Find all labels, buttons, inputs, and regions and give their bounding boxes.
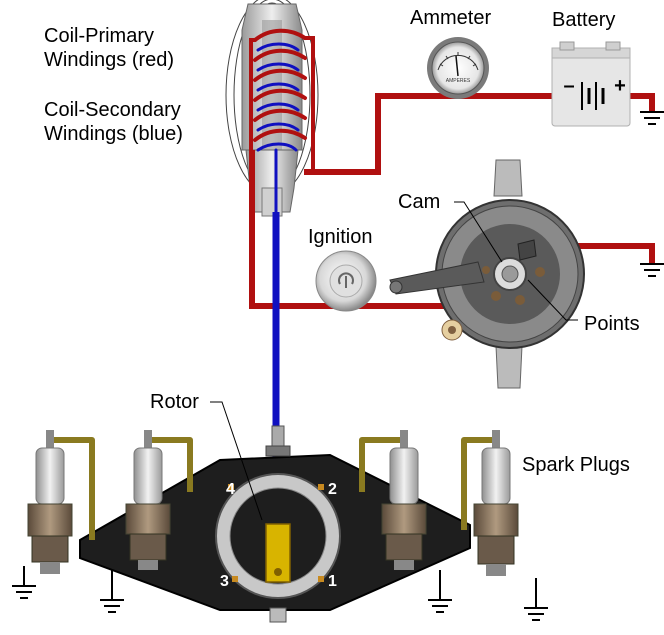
leader-lines [210,201,578,521]
ground-icon-points [640,263,664,277]
breaker-arm [389,261,485,295]
distributor-points-assembly [389,159,585,389]
label-ignition: Ignition [308,226,373,248]
key-slot-icon [338,272,354,285]
hold-down-bolt [265,425,291,457]
ignition-switch [315,250,377,312]
condenser [441,319,463,341]
label-battery: Battery [552,9,615,31]
secondary-winding [256,42,300,217]
label-ammeter: Ammeter [410,7,491,29]
ground-icon-battery [640,111,664,125]
label-coil-primary: Coil-Primary Windings (red) [44,25,174,71]
distributor-base: 4 2 3 1 [79,425,471,623]
cap-terminal-posts [228,484,324,582]
ammeter-needle [455,55,459,77]
cap-number-2: 2 [328,481,337,498]
battery-positive-sign: + [614,75,626,97]
ground-icon-plug1 [12,566,36,599]
battery-symbol [581,82,605,110]
label-rotor: Rotor [150,391,199,413]
label-spark-plugs: Spark Plugs [522,454,630,476]
plug-leads [50,437,500,540]
cap-clip-bottom [495,345,523,389]
ammeter-face-text: AMPERES [446,78,471,84]
cap-bottom-tab [269,607,287,623]
wire-coil-to-battery [304,93,568,175]
ground-icon-plug2 [100,566,124,613]
ground-icon-plug3 [428,570,452,613]
cap-number-1: 1 [328,573,337,590]
battery: – + [551,41,631,127]
ground-icon-plug4 [524,578,548,621]
ignition-coil [225,0,319,217]
spark-plug-1 [27,430,73,574]
battery-negative-sign: – [563,75,574,97]
primary-winding [249,28,315,174]
cap-number-3: 3 [220,573,229,590]
ground-symbols [12,111,664,621]
contact-points [517,239,537,261]
label-cam: Cam [398,191,440,213]
label-points: Points [584,313,640,335]
cap-clip-top [493,159,523,197]
spark-plug-4 [473,430,519,576]
spark-plug-2 [125,430,171,570]
coil-tower [261,187,283,217]
spark-plug-3 [381,430,427,570]
cap-number-4: 4 [226,481,235,498]
wire-coil-to-points [249,150,512,309]
label-coil-secondary: Coil-Secondary Windings (blue) [44,99,186,145]
ammeter-gauge: AMPERES [427,37,489,99]
